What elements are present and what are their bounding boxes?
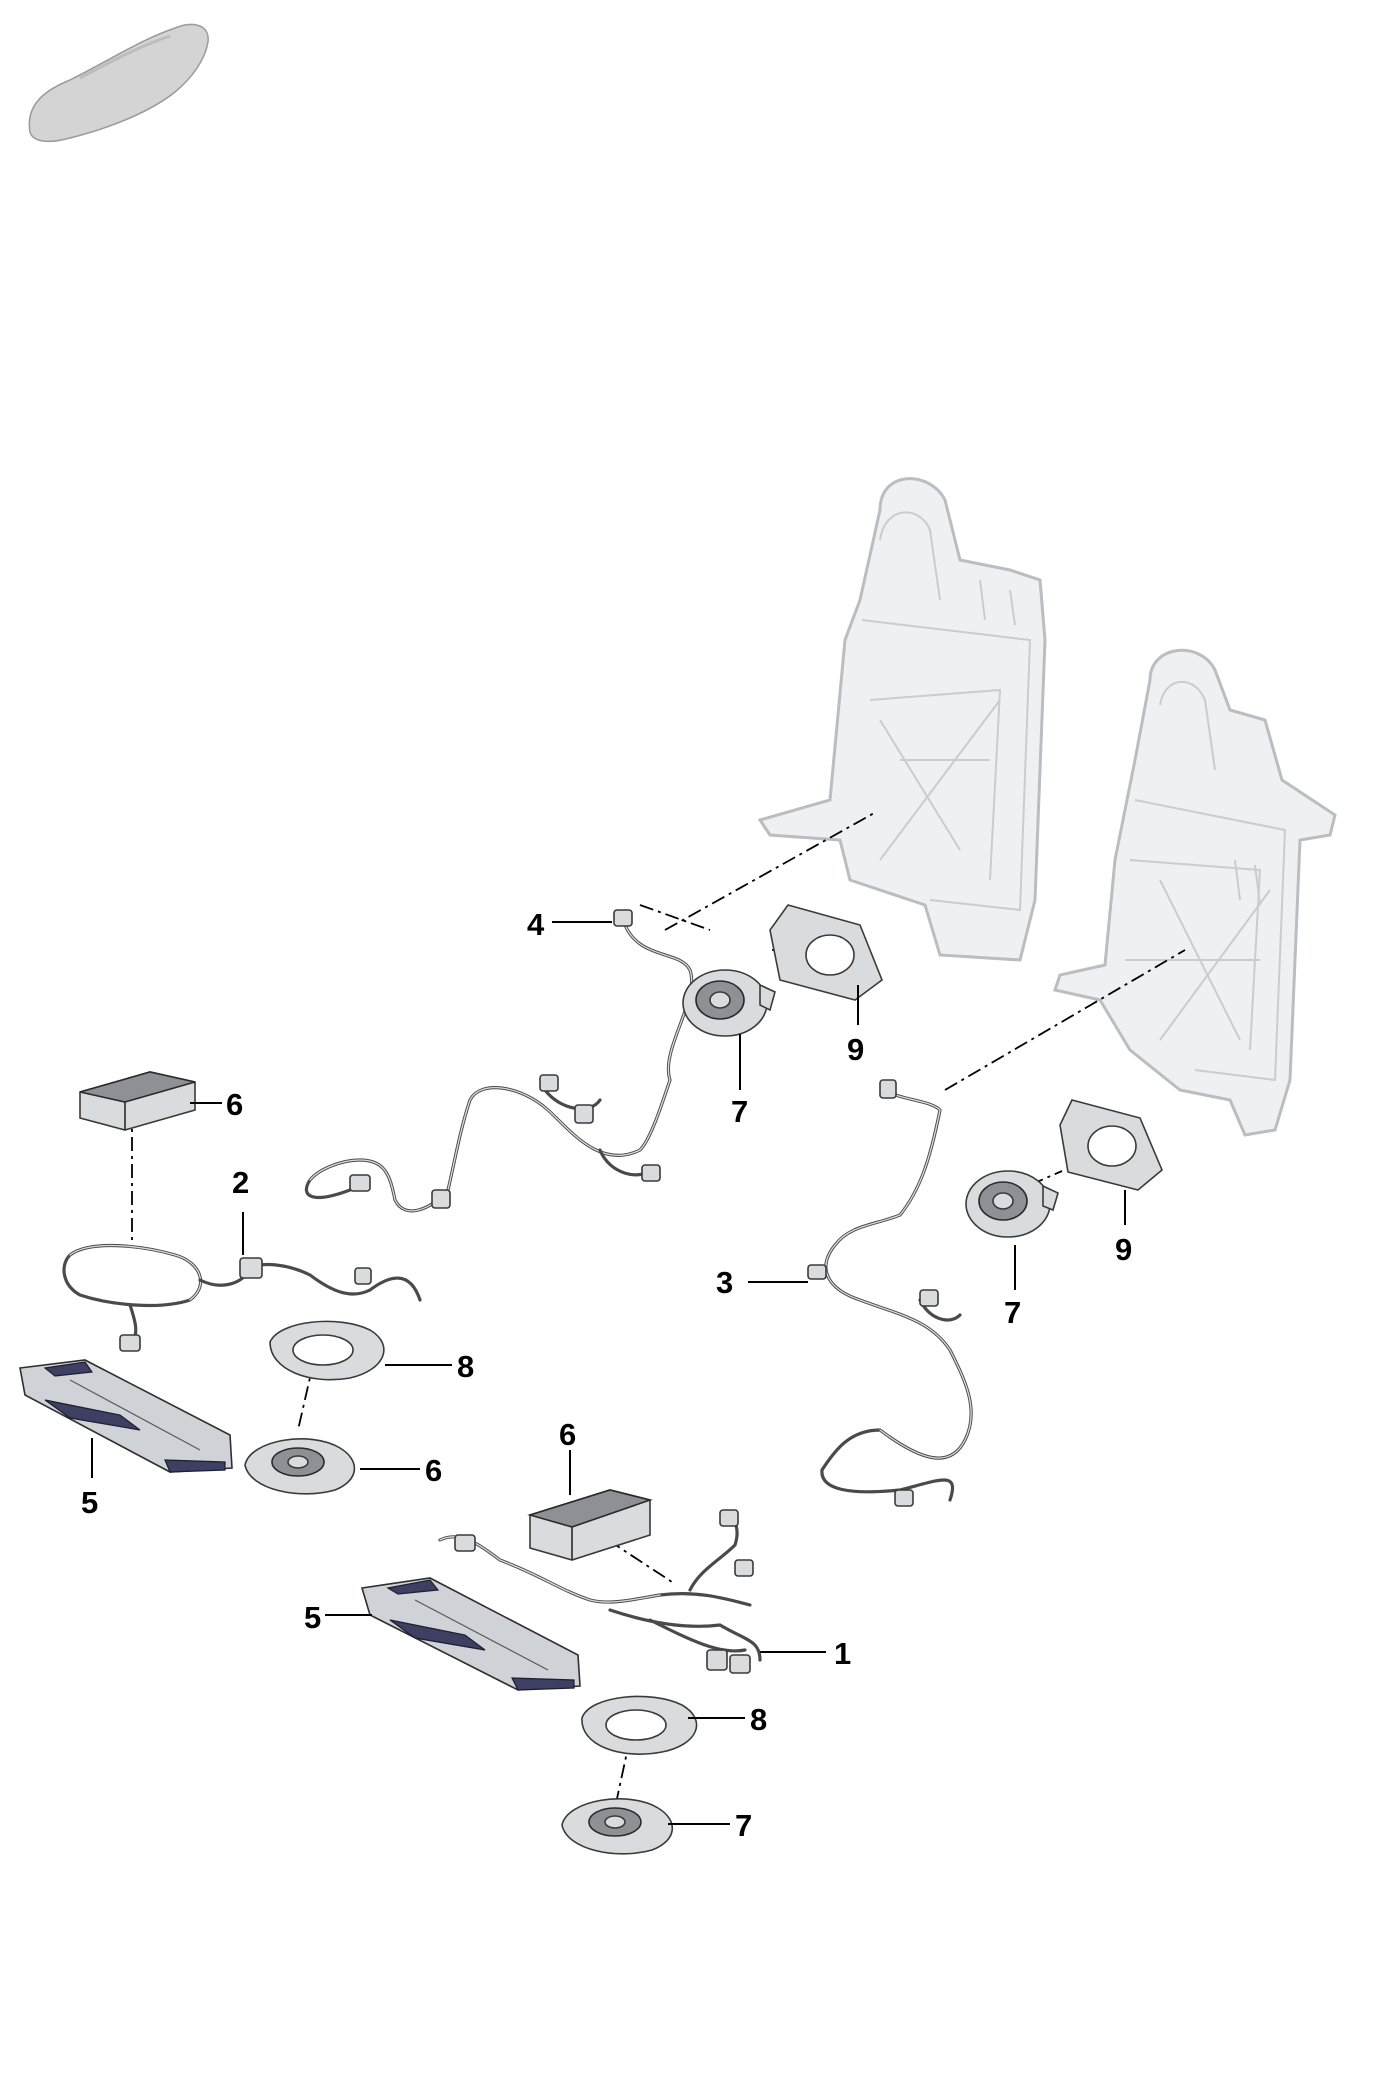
seat-back-frame-upper <box>757 477 1047 962</box>
callout-8: 8 <box>457 1349 474 1384</box>
ventilation-fan-7-right <box>965 1170 1059 1238</box>
control-unit-6-left <box>79 1071 196 1131</box>
callout-6-lower: 6 <box>559 1417 576 1452</box>
callout-3: 3 <box>716 1265 733 1300</box>
mounting-ring-8-bottom <box>581 1695 698 1755</box>
wiring-harness-2 <box>62 1243 422 1352</box>
wiring-harness-4 <box>304 909 694 1213</box>
callout-labels: 4 7 9 6 2 3 7 9 8 5 6 6 5 1 8 7 <box>81 907 1132 1843</box>
mounting-ring-9-upper <box>769 904 883 1001</box>
dash-dot-leaders <box>131 811 1186 1809</box>
callout-6: 6 <box>226 1087 243 1122</box>
car-thumbnail-icon <box>28 23 209 143</box>
callout-5: 5 <box>304 1600 321 1635</box>
seat-cushion-mat-5-left <box>19 1359 233 1473</box>
ventilation-fan-7-bottom <box>561 1798 674 1855</box>
wiring-harness-3 <box>807 1079 973 1507</box>
ventilation-fan-7-left <box>244 1438 356 1495</box>
callout-7: 6 <box>425 1453 442 1488</box>
callout-7: 7 <box>1004 1295 1021 1330</box>
callout-8: 8 <box>750 1702 767 1737</box>
callout-9: 9 <box>1115 1232 1132 1267</box>
ventilation-fan-7-upper <box>682 969 776 1037</box>
callout-2: 2 <box>232 1165 249 1200</box>
callout-1: 1 <box>834 1636 851 1671</box>
mounting-ring-9-right <box>1059 1099 1163 1191</box>
seat-back-frame-lower <box>1053 648 1337 1137</box>
callout-7: 7 <box>731 1094 748 1129</box>
callout-5: 5 <box>81 1485 98 1520</box>
seat-cushion-mat-5-bottom <box>360 1577 581 1691</box>
callout-4: 4 <box>527 907 545 942</box>
control-unit-6-bottom <box>527 1489 653 1561</box>
callout-leaders <box>91 921 1126 1825</box>
callout-9: 9 <box>847 1032 864 1067</box>
wiring-harness-1 <box>438 1509 762 1674</box>
mounting-ring-8-left <box>269 1320 385 1381</box>
callout-7: 7 <box>735 1808 752 1843</box>
